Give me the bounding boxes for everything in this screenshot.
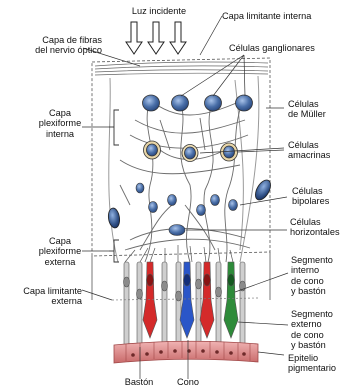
- outer-plexiform-layer-label: Capa plexiforme externa: [30, 236, 90, 267]
- rod: [137, 262, 142, 347]
- inner-limiting-membrane-label: Capa limitante interna: [222, 11, 311, 21]
- cone-green: [224, 262, 238, 338]
- bipolar-cells-label: Células bipolares: [292, 186, 329, 207]
- bipolar-cell: [211, 195, 220, 206]
- horizontal-cell: [169, 225, 185, 236]
- light-label: Luz incidente: [118, 6, 200, 16]
- nerve-fiber-layer: [95, 62, 268, 75]
- bipolar-cell: [229, 200, 238, 211]
- amacrine-cell: [224, 146, 235, 158]
- amacrine-cells-label: Células amacrinas: [288, 140, 330, 161]
- ganglion-cell: [205, 95, 222, 111]
- amacrine-cells: [144, 141, 238, 162]
- rod: [124, 262, 129, 347]
- inner-plexiform-layer-label: Capa plexiforme interna: [30, 108, 90, 139]
- bipolar-cell: [168, 195, 177, 206]
- layer-brackets: [109, 110, 119, 262]
- muller-nucleus: [252, 177, 273, 202]
- outer-segment-label: Segmento externo de cono y bastón: [291, 309, 333, 351]
- bipolar-cell: [197, 205, 206, 216]
- cone-label: Cono: [168, 377, 208, 387]
- cone-red-2: [200, 262, 214, 338]
- ganglion-cells: [143, 95, 253, 111]
- cone-red: [143, 262, 157, 338]
- ganglion-cell: [143, 95, 160, 111]
- rod: [162, 262, 167, 347]
- inner-segment-label: Segmento interno de cono y bastón: [291, 255, 333, 297]
- neural-connections: [120, 100, 250, 262]
- amacrine-cell: [185, 147, 196, 159]
- arrow-icon: [148, 22, 164, 54]
- rod: [216, 262, 221, 347]
- pigment-epithelium: [114, 341, 258, 363]
- amacrine-cell: [147, 144, 158, 156]
- bipolar-cell: [149, 202, 158, 213]
- ganglion-cell: [236, 95, 253, 111]
- horizontal-cells-label: Células horizontales: [290, 217, 340, 238]
- rod: [196, 262, 201, 347]
- cone-blue: [180, 262, 194, 338]
- bipolar-cell: [136, 183, 144, 193]
- rod: [240, 262, 245, 347]
- muller-cells-label: Células de Müller: [288, 99, 326, 120]
- muller-nucleus: [107, 207, 121, 228]
- arrow-icon: [170, 22, 186, 54]
- arrow-icon: [126, 22, 142, 54]
- nerve-fiber-layer-label: Capa de fibras del nervio óptico: [2, 35, 102, 56]
- ganglion-cell: [172, 95, 189, 111]
- pigment-epithelium-label: Epitelio pigmentario: [288, 353, 336, 374]
- light-arrows: [126, 22, 186, 54]
- bipolar-cells: [136, 183, 238, 216]
- rod: [176, 262, 181, 347]
- ganglion-cells-label: Células ganglionares: [229, 43, 315, 53]
- photoreceptors: [124, 262, 246, 347]
- outer-limiting-membrane-label: Capa limitante externa: [2, 286, 82, 307]
- rod-label: Bastón: [112, 377, 166, 387]
